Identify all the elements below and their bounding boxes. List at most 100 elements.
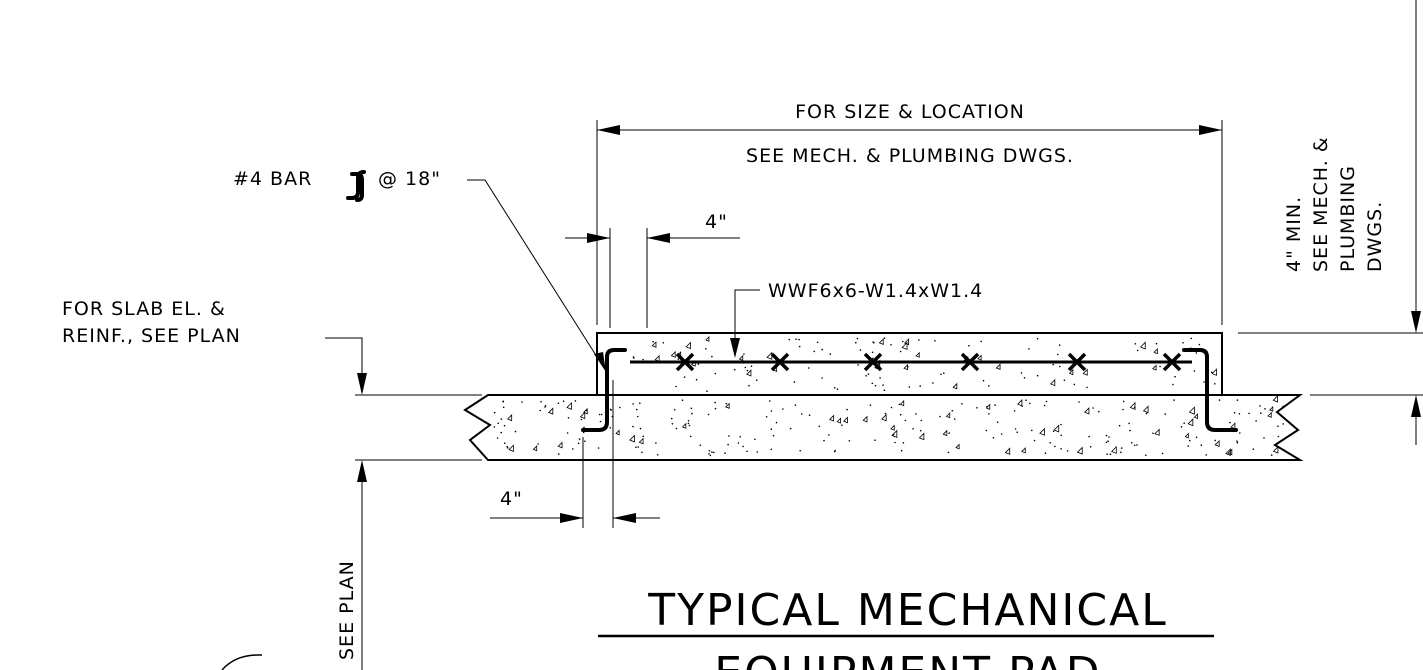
stipple-dot — [934, 340, 936, 342]
aggregate-mark — [1142, 405, 1149, 414]
stipple-dot — [1036, 374, 1039, 377]
stipple-dot — [1161, 452, 1164, 455]
aggregate-mark — [836, 417, 841, 424]
stipple-dot — [1173, 399, 1175, 401]
stipple-dot — [742, 445, 744, 448]
stipple-dot — [1109, 453, 1112, 456]
stipple-dot — [635, 446, 637, 449]
aggregate-mark — [899, 399, 905, 407]
stipple-dot — [540, 401, 542, 403]
stipple-dot — [808, 414, 811, 417]
stipple-dot — [1129, 429, 1131, 432]
stipple-dot — [652, 340, 654, 343]
stipple-dot — [1066, 450, 1069, 452]
stipple-dot — [770, 410, 773, 412]
stipple-dot — [567, 417, 570, 419]
stipple-dot — [1122, 400, 1125, 403]
aggregate-mark — [681, 422, 687, 429]
stipple-dot — [708, 453, 710, 455]
stipple-dot — [706, 390, 708, 393]
stipple-dot — [821, 377, 823, 379]
stipple-dot — [1238, 413, 1241, 415]
stipple-dot — [1190, 337, 1192, 340]
aggregate-mark — [566, 402, 572, 410]
stipple-dot — [1029, 402, 1031, 405]
stipple-dot — [882, 384, 884, 386]
stipple-dot — [1105, 441, 1108, 444]
stipple-dot — [1229, 421, 1231, 424]
stipple-dot — [898, 403, 901, 406]
stipple-dot — [756, 451, 759, 453]
stipple-dot — [562, 400, 565, 403]
stipple-dot — [1092, 407, 1094, 409]
aggregate-mark — [881, 413, 887, 422]
aggregate-mark — [685, 341, 691, 350]
stipple-dot — [707, 413, 710, 416]
aggregate-mark — [995, 363, 1001, 370]
aggregate-mark — [1269, 405, 1274, 412]
aggregate-mark — [915, 351, 920, 358]
aggregate-mark — [1211, 368, 1217, 376]
aggregate-mark — [579, 411, 586, 420]
stipple-dot — [793, 381, 796, 383]
aggregate-mark — [557, 441, 563, 449]
wwf-mesh-cross — [1162, 352, 1182, 372]
aggregate-mark — [1214, 439, 1220, 448]
stipple-dot — [902, 340, 904, 343]
mesh-leader-arrow — [730, 338, 740, 358]
stipple-dot — [951, 409, 954, 412]
stipple-dot — [502, 400, 504, 403]
stipple-dot — [670, 417, 673, 420]
stipple-dot — [846, 408, 848, 411]
stipple-dot — [988, 385, 990, 387]
stipple-dot — [566, 432, 569, 434]
stipple-dot — [572, 448, 574, 450]
stipple-dot — [1049, 442, 1051, 444]
stipple-dot — [1059, 365, 1061, 368]
stipple-dot — [939, 415, 941, 418]
aggregate-mark — [1154, 428, 1160, 436]
stipple-dot — [598, 413, 601, 416]
stipple-dot — [1159, 365, 1161, 368]
stipple-dot — [675, 427, 678, 430]
stipple-dot — [677, 358, 680, 360]
stipple-dot — [544, 406, 546, 408]
stipple-dot — [733, 368, 736, 371]
stipple-dot — [713, 451, 715, 454]
aggregate-mark — [615, 429, 620, 436]
stipple-dot — [953, 418, 956, 420]
aggregate-mark — [1267, 411, 1272, 418]
stipple-dot — [688, 424, 691, 427]
stipple-dot — [655, 442, 657, 444]
aggregate-mark — [1129, 401, 1136, 410]
stipple-dot — [493, 426, 496, 428]
stipple-dot — [1133, 406, 1136, 409]
stipple-dot — [1214, 439, 1216, 442]
size-dimension-arrow-left — [597, 125, 620, 135]
stipple-dot — [980, 340, 982, 343]
stipple-dot — [503, 442, 506, 445]
stipple-dot — [739, 436, 741, 438]
stipple-dot — [1188, 439, 1191, 442]
stipple-dot — [892, 433, 895, 436]
aggregate-mark — [1068, 368, 1074, 376]
bottom-dim-arrow-right — [613, 513, 636, 523]
see-plan-arrow — [357, 460, 367, 482]
stipple-dot — [1033, 439, 1036, 442]
stipple-dot — [632, 356, 635, 358]
stipple-dot — [879, 377, 881, 379]
stipple-dot — [883, 337, 886, 340]
stipple-dot — [769, 400, 771, 402]
aggregate-mark — [629, 434, 635, 443]
aggregate-mark — [1187, 418, 1194, 427]
stipple-dot — [727, 443, 729, 446]
stipple-dot — [1020, 372, 1023, 374]
aggregate-mark — [508, 444, 514, 452]
stipple-dot — [641, 451, 643, 454]
stipple-dot — [874, 384, 877, 387]
stipple-dot — [823, 439, 825, 442]
stipple-dot — [772, 434, 775, 437]
bar-callout-suffix: @ 18" — [378, 168, 441, 190]
stipple-dot — [746, 369, 749, 372]
stipple-dot — [1106, 453, 1108, 456]
